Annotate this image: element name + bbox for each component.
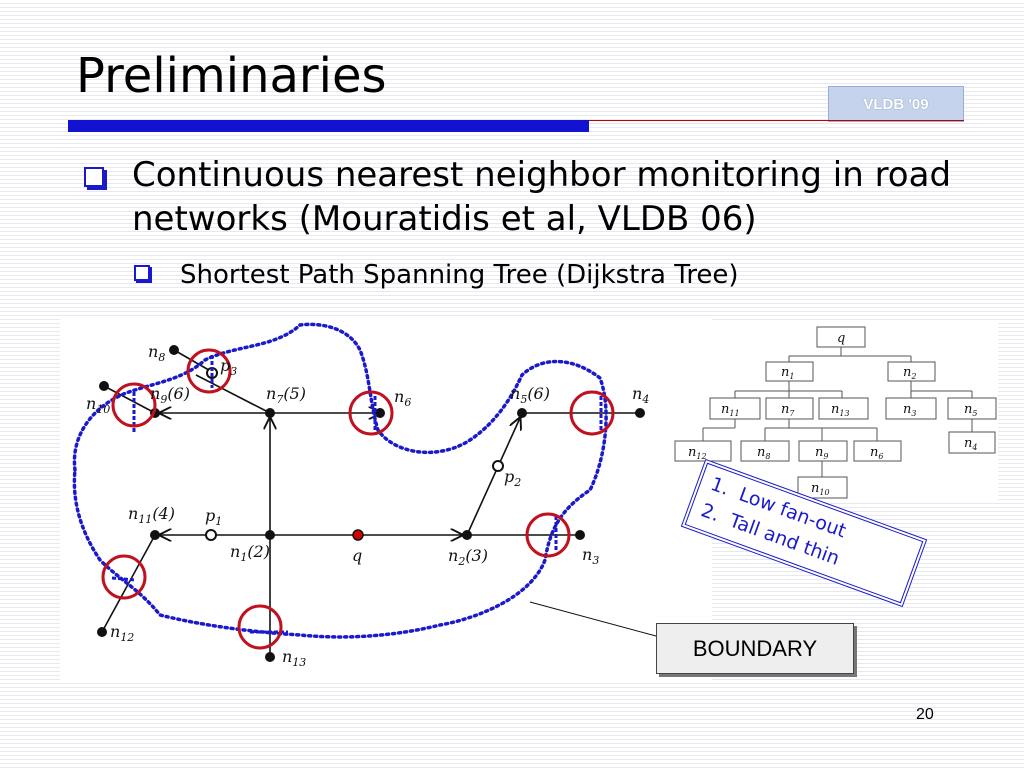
svg-text:n7(5): n7(5) xyxy=(266,384,306,406)
bullet-text-1: Continuous nearest neighbor monitoring i… xyxy=(132,155,952,239)
tree-node-n4: n4 xyxy=(964,436,977,452)
tree-node-n8: n8 xyxy=(757,445,770,461)
tree-node-q: q xyxy=(837,331,845,346)
label-p2: p xyxy=(504,467,514,486)
bullet-square-icon xyxy=(84,167,104,187)
label-n10: n xyxy=(86,394,96,413)
page-number: 20 xyxy=(916,706,934,723)
vldb-badge: VLDB '09 xyxy=(828,86,964,122)
boundary-markers xyxy=(101,348,615,650)
label-n6: n xyxy=(394,387,404,406)
boundary-curve xyxy=(72,322,608,639)
svg-text:n10: n10 xyxy=(86,394,110,416)
tree-node-n5: n5 xyxy=(964,402,977,418)
slide-title: Preliminaries xyxy=(76,48,387,104)
tree-node-n2: n2 xyxy=(903,365,916,381)
tree-node-n6: n6 xyxy=(870,445,883,461)
bullet-text-2: Shortest Path Spanning Tree (Dijkstra Tr… xyxy=(180,260,739,290)
title-underline-thin xyxy=(589,120,964,121)
label-n9: n xyxy=(150,384,160,403)
label-p3: p xyxy=(220,356,230,375)
graph-labels: n8 p3 n10 n9(6) n7(5) n6 n5(6) n4 p2 n11… xyxy=(86,342,649,669)
label-n11: n xyxy=(128,504,138,523)
svg-text:n3: n3 xyxy=(582,545,599,567)
boundary-label-box: BOUNDARY xyxy=(656,623,854,674)
label-n12: n xyxy=(110,622,120,641)
sub-bullet-square-icon xyxy=(134,265,150,281)
svg-text:p1: p1 xyxy=(205,506,222,528)
dijkstra-tree: q n1 n2 n11 n7 n13 n3 n5 n12 n8 n9 n6 n4… xyxy=(674,326,997,499)
svg-text:n11(4): n11(4) xyxy=(128,504,175,526)
svg-text:n6: n6 xyxy=(394,387,411,409)
label-n4: n xyxy=(632,384,642,403)
tree-node-n12: n12 xyxy=(688,445,707,461)
tree-node-n7: n7 xyxy=(781,402,795,418)
p2-point xyxy=(492,460,504,472)
label-n1: n xyxy=(230,542,240,561)
tree-node-n11: n11 xyxy=(721,402,740,418)
svg-text:n1(2): n1(2) xyxy=(230,542,270,564)
label-q: q xyxy=(352,546,362,565)
svg-text:n4: n4 xyxy=(632,384,649,406)
svg-text:n9(6): n9(6) xyxy=(150,384,190,406)
tree-node-n1: n1 xyxy=(781,365,794,381)
label-n13: n xyxy=(282,647,292,666)
graph-nodes xyxy=(97,345,645,662)
label-n8: n xyxy=(148,342,158,361)
svg-text:q: q xyxy=(352,546,362,565)
svg-text:n8: n8 xyxy=(148,342,165,364)
label-n5: n xyxy=(510,384,520,403)
tree-node-n9: n9 xyxy=(815,445,828,461)
tree-node-n10: n10 xyxy=(811,481,830,497)
label-p1: p xyxy=(205,506,215,525)
title-underline-thick xyxy=(68,120,589,132)
svg-text:n12: n12 xyxy=(110,622,134,644)
svg-text:p3: p3 xyxy=(220,356,237,378)
tree-node-n13: n13 xyxy=(831,402,850,418)
svg-text:n5(6): n5(6) xyxy=(510,384,550,406)
boundary-leader-line xyxy=(529,601,657,637)
graph-background xyxy=(60,318,712,682)
label-n2: n xyxy=(448,546,458,565)
svg-text:n13: n13 xyxy=(282,647,306,669)
label-n3: n xyxy=(582,545,592,564)
p1-point xyxy=(205,529,217,541)
svg-text:n2(3): n2(3) xyxy=(448,546,488,568)
label-n7: n xyxy=(266,384,276,403)
tree-node-n3: n3 xyxy=(903,402,916,418)
query-point xyxy=(352,529,364,541)
svg-text:p2: p2 xyxy=(504,467,521,489)
